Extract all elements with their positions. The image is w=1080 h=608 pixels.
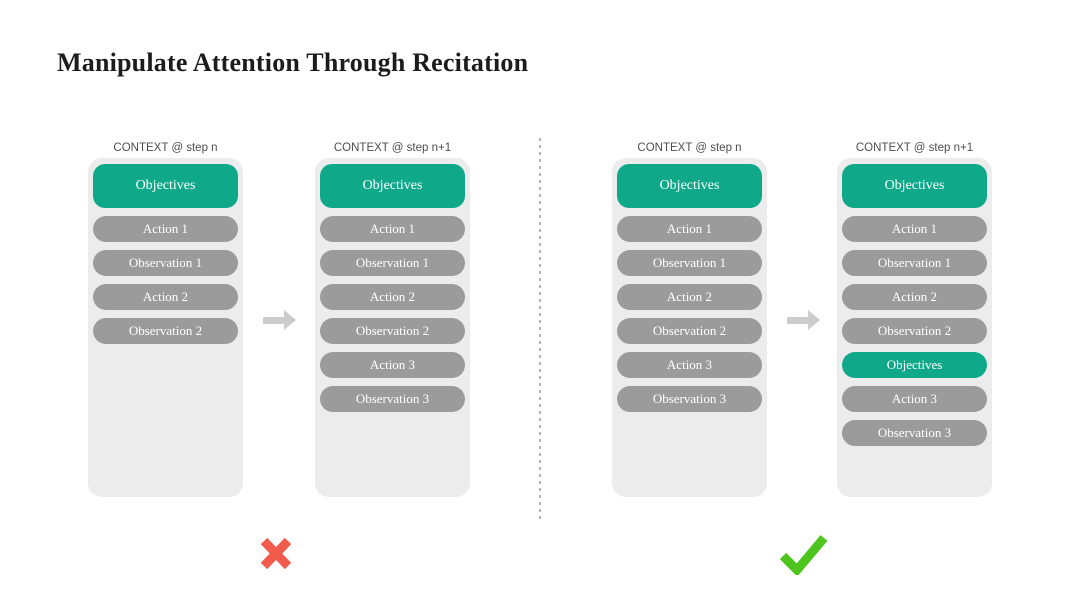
- column-header: CONTEXT @ step n: [113, 142, 218, 154]
- pill-observation-1: Observation 1: [617, 250, 762, 276]
- context-panel: Objectives Action 1 Observation 1 Action…: [612, 158, 767, 497]
- pill-objectives: Objectives: [320, 164, 465, 208]
- arrow-shaft: [787, 317, 808, 324]
- context-column-bad-step-n: CONTEXT @ step n Objectives Action 1 Obs…: [88, 140, 243, 497]
- pill-observation-2: Observation 2: [93, 318, 238, 344]
- pill-observation-1: Observation 1: [842, 250, 987, 276]
- check-icon: [777, 533, 829, 580]
- pill-action-2: Action 2: [320, 284, 465, 310]
- page-title: Manipulate Attention Through Recitation: [57, 48, 529, 77]
- pill-objectives: Objectives: [617, 164, 762, 208]
- pill-action-2: Action 2: [93, 284, 238, 310]
- pill-action-3: Action 3: [617, 352, 762, 378]
- column-header: CONTEXT @ step n: [637, 142, 742, 154]
- pill-observation-3: Observation 3: [617, 386, 762, 412]
- pill-action-1: Action 1: [842, 216, 987, 242]
- column-header: CONTEXT @ step n+1: [333, 142, 452, 154]
- arrow-head: [284, 310, 296, 330]
- pill-action-2: Action 2: [617, 284, 762, 310]
- pill-objectives: Objectives: [842, 164, 987, 208]
- pill-observation-2: Observation 2: [617, 318, 762, 344]
- context-panel: Objectives Action 1 Observation 1 Action…: [837, 158, 992, 497]
- pill-action-1: Action 1: [93, 216, 238, 242]
- right-arrow-icon: [787, 310, 820, 330]
- pill-objectives-recited: Objectives: [842, 352, 987, 378]
- pill-action-1: Action 1: [617, 216, 762, 242]
- context-column-good-step-n1: CONTEXT @ step n+1 Objectives Action 1 O…: [837, 140, 992, 497]
- context-column-bad-step-n1: CONTEXT @ step n+1 Objectives Action 1 O…: [315, 140, 470, 497]
- pill-action-2: Action 2: [842, 284, 987, 310]
- column-header: CONTEXT @ step n+1: [855, 142, 974, 154]
- arrow-head: [808, 310, 820, 330]
- context-panel: Objectives Action 1 Observation 1 Action…: [315, 158, 470, 497]
- cross-icon: [256, 533, 296, 578]
- pill-observation-2: Observation 2: [842, 318, 987, 344]
- right-arrow-icon: [263, 310, 296, 330]
- pill-observation-3: Observation 3: [320, 386, 465, 412]
- dotted-divider: [539, 138, 541, 520]
- pill-action-1: Action 1: [320, 216, 465, 242]
- pill-objectives: Objectives: [93, 164, 238, 208]
- pill-observation-1: Observation 1: [320, 250, 465, 276]
- pill-observation-3: Observation 3: [842, 420, 987, 446]
- context-panel: Objectives Action 1 Observation 1 Action…: [88, 158, 243, 497]
- context-column-good-step-n: CONTEXT @ step n Objectives Action 1 Obs…: [612, 140, 767, 497]
- arrow-shaft: [263, 317, 284, 324]
- pill-action-3: Action 3: [842, 386, 987, 412]
- pill-observation-1: Observation 1: [93, 250, 238, 276]
- pill-observation-2: Observation 2: [320, 318, 465, 344]
- pill-action-3: Action 3: [320, 352, 465, 378]
